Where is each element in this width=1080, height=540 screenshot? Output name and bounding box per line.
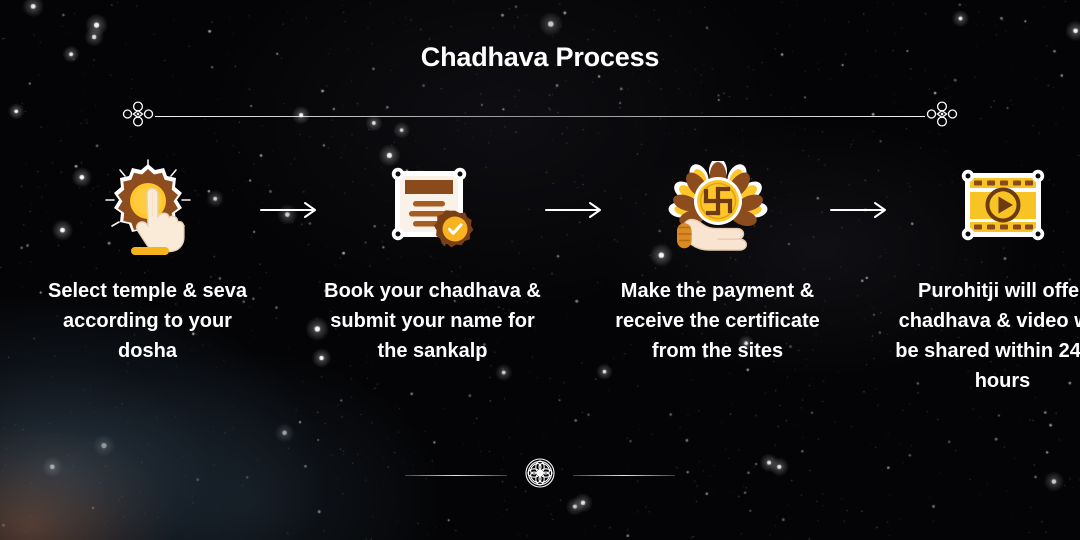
- process-step-1: Select temple & seva according to your d…: [40, 158, 255, 366]
- step-2-caption: Book your chadhava & submit your name fo…: [324, 280, 541, 362]
- divider-line-right: [573, 474, 675, 476]
- arrow-right-icon-2: [540, 160, 610, 260]
- step-4-icon-wrap: [957, 160, 1049, 260]
- step-2-icon-wrap: [387, 160, 479, 260]
- certificate-seal-icon: [387, 163, 479, 258]
- hand-offering-swastika-coin-icon: [668, 157, 768, 260]
- divider-line-left: [405, 474, 507, 476]
- quatrefoil-knot-icon-right: [926, 100, 958, 132]
- bottom-ornamental-divider: [405, 456, 675, 495]
- step-4-caption: Purohitji will offer chadhava & video wi…: [895, 280, 1080, 392]
- step-3-icon-wrap: [668, 157, 768, 260]
- page-title: Chadhava Process: [420, 42, 660, 72]
- divider-line: [155, 115, 925, 117]
- hand-tap-seva-icon: [100, 158, 196, 263]
- arrow-right-icon-3: [825, 160, 895, 260]
- process-steps: Select temple & seva according to your d…: [40, 157, 1080, 396]
- process-step-4: Purohitji will offer chadhava & video wi…: [895, 160, 1080, 396]
- step-1-icon-wrap: [100, 158, 196, 263]
- quatrefoil-knot-icon-left: [122, 100, 154, 132]
- process-step-2: Book your chadhava & submit your name fo…: [324, 160, 541, 366]
- rosette-flower-icon: [523, 456, 557, 495]
- process-step-3: Make the payment & receive the certifica…: [610, 157, 825, 366]
- step-1-caption: Select temple & seva according to your d…: [48, 280, 247, 362]
- step-3-caption: Make the payment & receive the certifica…: [615, 280, 820, 362]
- video-film-play-icon: [957, 165, 1049, 256]
- arrow-right-icon-1: [255, 160, 325, 260]
- top-ornamental-divider: [122, 100, 958, 132]
